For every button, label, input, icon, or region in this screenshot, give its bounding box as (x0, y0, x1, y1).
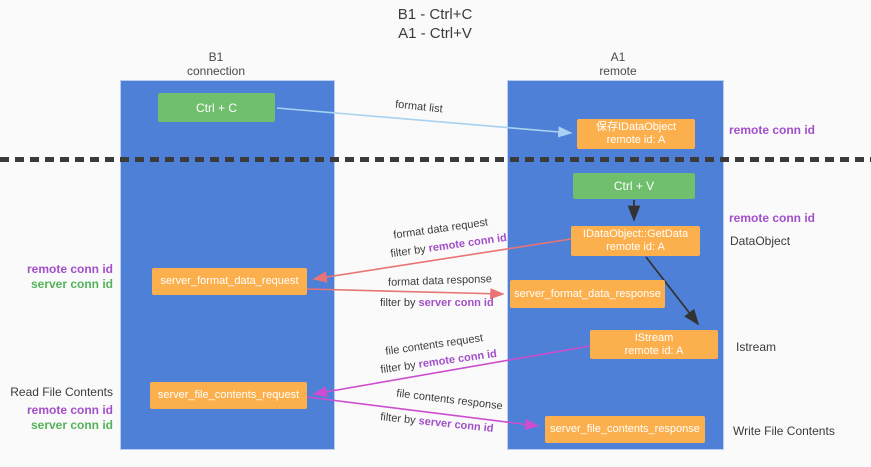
format-list-label: format list (394, 98, 444, 116)
file-contents-response-label: file contents response (395, 387, 504, 413)
read-file-contents-label: Read File Contents (10, 385, 113, 399)
lane-a1-role: remote (599, 64, 637, 78)
filter-by-server-2: filter by server conn id (380, 411, 494, 435)
lane-b1-name: B1 (208, 50, 224, 64)
dashed-separator (0, 157, 871, 162)
istream-side-label: Istream (736, 340, 777, 354)
server-file-contents-response-label: server_file_contents_response (550, 423, 700, 435)
left-remote-conn-id-2: remote conn id (26, 403, 113, 417)
ctrl-c-label: Ctrl + C (195, 100, 237, 115)
getdata-box: IDataObject::GetData remote id: A (571, 226, 700, 256)
istream-line2: remote id: A (624, 344, 684, 357)
istream-box: IStream remote id: A (590, 330, 718, 359)
diagram-title: B1 - Ctrl+C A1 - Ctrl+V (300, 5, 570, 43)
title-line-1: B1 - Ctrl+C (397, 6, 473, 23)
left-conn-id-group-2: Read File Contents remote conn id server… (0, 385, 113, 433)
left-server-conn-id-2: server conn id (30, 418, 113, 432)
server-file-contents-request-box: server_file_contents_request (150, 382, 307, 409)
server-format-data-request-box: server_format_data_request (152, 268, 307, 295)
server-file-contents-response-box: server_file_contents_response (545, 416, 705, 443)
lane-a1-name: A1 (610, 50, 626, 64)
lane-header-a1: A1 remote (558, 50, 678, 78)
server-format-data-response-label: server_format_data_response (514, 287, 661, 300)
lane-b1-role: connection (186, 64, 246, 78)
left-conn-id-group-1: remote conn id server conn id (0, 262, 113, 292)
ctrl-c-box: Ctrl + C (158, 93, 275, 122)
ctrl-v-label: Ctrl + V (613, 179, 655, 193)
right-remote-conn-id-top: remote conn id (729, 123, 816, 137)
format-data-response-label: format data response (387, 273, 493, 289)
getdata-line2: remote id: A (606, 241, 665, 253)
format-data-response-arrow (306, 288, 505, 300)
filter-by-text: filter by (379, 411, 420, 428)
remote-conn-id-text: remote conn id (427, 231, 508, 255)
lane-header-b1: B1 connection (156, 50, 276, 78)
left-remote-conn-id-1: remote conn id (26, 262, 113, 276)
save-idataobject-line1: 保存IDataObject (595, 121, 677, 133)
write-file-contents-label: Write File Contents (733, 424, 835, 438)
server-format-data-request-label: server_format_data_request (160, 275, 299, 287)
server-format-data-response-box: server_format_data_response (510, 280, 665, 308)
title-line-2: A1 - Ctrl+V (398, 25, 472, 42)
filter-by-text: filter by (379, 358, 420, 377)
server-conn-id-text: server conn id (418, 297, 494, 309)
right-remote-conn-id-mid: remote conn id (729, 211, 816, 225)
left-server-conn-id-1: server conn id (30, 277, 113, 291)
server-file-contents-request-label: server_file_contents_request (157, 389, 300, 401)
filter-by-text: filter by (389, 242, 430, 261)
istream-line1: IStream (634, 331, 674, 344)
filter-by-text: filter by (380, 297, 419, 309)
ctrl-v-box: Ctrl + V (573, 173, 695, 199)
filter-by-server-1: filter by server conn id (380, 297, 494, 309)
server-conn-id-text: server conn id (417, 415, 495, 435)
getdata-line1: IDataObject::GetData (582, 228, 689, 240)
dataobject-label: DataObject (730, 234, 791, 248)
save-idataobject-line2: remote id: A (606, 134, 666, 146)
save-idataobject-box: 保存IDataObject remote id: A (577, 119, 695, 149)
